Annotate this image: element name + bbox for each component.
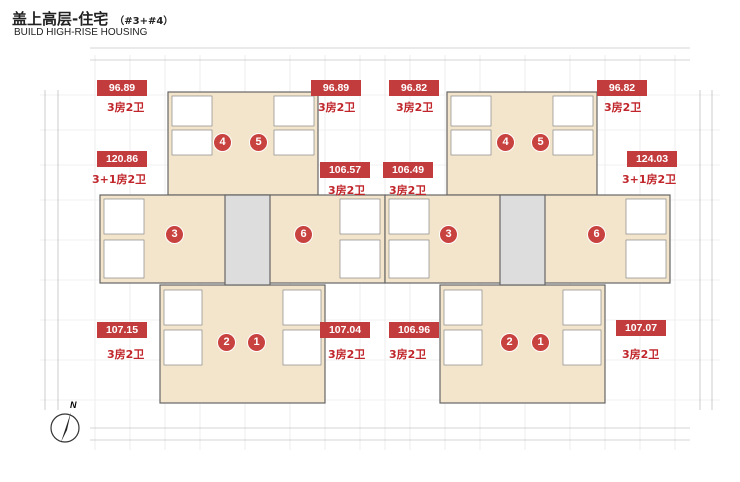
unit-number: 6 [587,225,606,244]
unit-area-badge: 107.15 [97,322,147,338]
unit-type-label: 3房2卫 [107,101,145,114]
unit-type-label: 3+1房2卫 [622,173,677,186]
unit-number: 4 [213,133,232,152]
unit-area-badge: 106.96 [389,322,439,338]
unit-area-badge: 107.07 [616,320,666,336]
unit-area-badge: 106.49 [383,162,433,178]
unit-type-label: 3房2卫 [604,101,642,114]
unit-area-badge: 107.04 [320,322,370,338]
unit-type-label: 3房2卫 [328,184,366,197]
page-subtitle: BUILD HIGH-RISE HOUSING [14,27,148,38]
unit-type-label: 3房2卫 [396,101,434,114]
unit-type-label: 3+1房2卫 [92,173,147,186]
unit-type-label: 3房2卫 [389,184,427,197]
unit-area-badge: 124.03 [627,151,677,167]
unit-type-label: 3房2卫 [107,348,145,361]
unit-area-badge: 120.86 [97,151,147,167]
title-text: 盖上高层-住宅 [12,10,109,28]
compass-arrow-icon [50,412,80,443]
unit-number: 6 [294,225,313,244]
rooms [103,95,667,366]
dimension-lines [44,47,713,441]
unit-area-badge: 96.89 [97,80,147,96]
unit-number: 2 [217,333,236,352]
unit-area-badge: 96.89 [311,80,361,96]
unit-area-badge: 96.82 [389,80,439,96]
unit-number: 3 [439,225,458,244]
unit-number: 3 [165,225,184,244]
unit-type-label: 3房2卫 [622,348,660,361]
unit-number: 5 [531,133,550,152]
unit-area-badge: 96.82 [597,80,647,96]
unit-type-label: 3房2卫 [318,101,356,114]
page-title: 盖上高层-住宅 （#3+#4） [12,8,173,29]
unit-number: 2 [500,333,519,352]
unit-type-label: 3房2卫 [328,348,366,361]
unit-number: 5 [249,133,268,152]
north-label: N [70,400,77,410]
unit-number: 1 [247,333,266,352]
unit-number: 1 [531,333,550,352]
unit-area-badge: 106.57 [320,162,370,178]
north-compass: N [45,400,85,448]
building-numbers: （#3+#4） [114,16,174,27]
unit-number: 4 [496,133,515,152]
unit-type-label: 3房2卫 [389,348,427,361]
